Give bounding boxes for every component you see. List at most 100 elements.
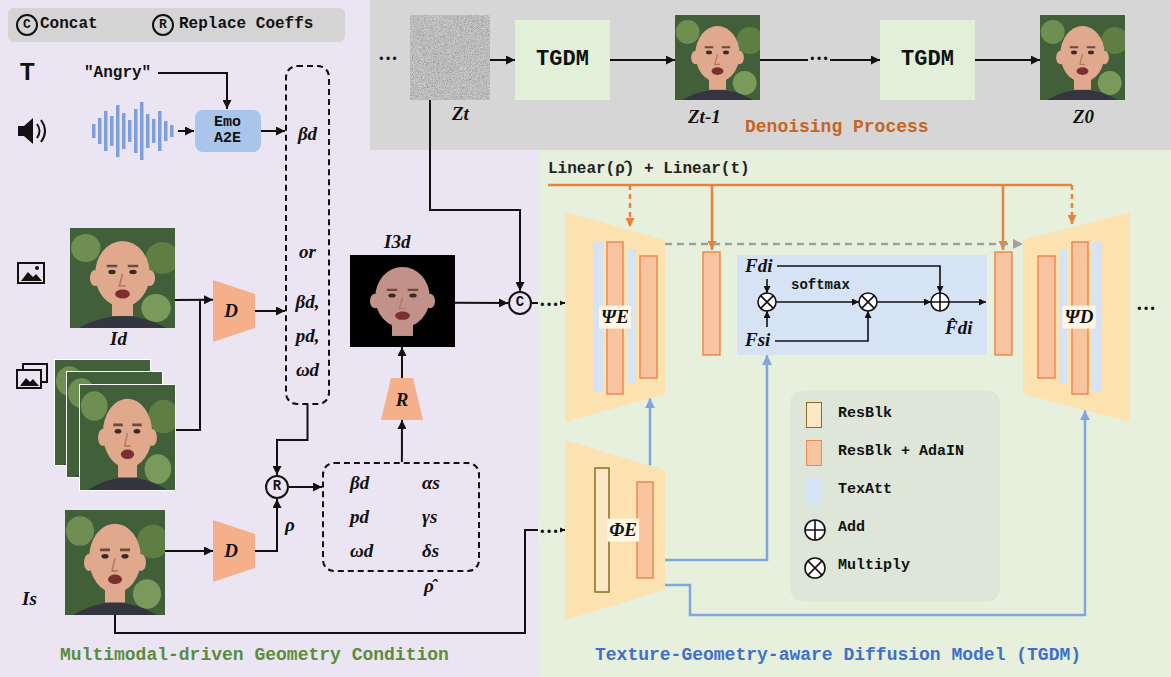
- connector: [289, 486, 322, 488]
- graphic-ellipse: [706, 51, 712, 55]
- annotation-label: ···: [1136, 296, 1156, 320]
- graphic-rect: [128, 120, 132, 142]
- graphic-path: [877, 301, 931, 303]
- text-label: Emo A2E: [202, 115, 254, 148]
- graphic-rect: [17, 370, 41, 388]
- connector: [277, 405, 308, 475]
- graphic-path: [1070, 46, 1096, 48]
- graphic-rect: [540, 150, 1171, 677]
- graphic-circle: [81, 391, 108, 420]
- coeff-box: βdαspdγsωdδsρ̂: [322, 462, 480, 572]
- connector: [649, 398, 652, 465]
- graphic-rect: [995, 252, 1012, 355]
- graphic-ellipse: [108, 575, 122, 584]
- graphic-ellipse: [1071, 51, 1077, 55]
- graphic-ellipse: [1077, 67, 1089, 75]
- photo-stack: [80, 385, 175, 490]
- coeff-box: βdorβd, pd, ωd: [285, 65, 330, 405]
- graphic-ellipse: [388, 293, 395, 297]
- legend-symbol: [803, 518, 827, 547]
- text-label: I3d: [384, 231, 410, 254]
- graphic-rect: [122, 113, 126, 149]
- picture: [410, 15, 490, 100]
- graphic-ellipse: [102, 554, 109, 559]
- graphic-circle: [805, 520, 825, 540]
- graphic-path: [1002, 185, 1005, 250]
- text-label: R: [273, 479, 281, 494]
- graphic-rect: [98, 118, 102, 144]
- latent-image: Zt: [410, 15, 490, 100]
- connector: [665, 410, 1085, 615]
- graphic-ellipse: [95, 241, 150, 307]
- unet-decoder: ΨD: [1023, 212, 1130, 422]
- graphic-ellipse: [409, 293, 416, 297]
- graphic-path: [119, 274, 125, 286]
- graphic-rect: [110, 116, 114, 146]
- graphic-circle: [1101, 27, 1125, 54]
- graphic-path: [776, 301, 859, 303]
- legend-swatch: [806, 440, 822, 466]
- graphic-path: [1071, 185, 1074, 224]
- graphic-polygon: [565, 440, 665, 620]
- legend-text: Add: [838, 519, 865, 537]
- text-label: C: [516, 295, 524, 310]
- graphic-path: [78, 316, 166, 328]
- graphic-svg: [70, 228, 175, 328]
- graphic-svg: [80, 385, 175, 490]
- graphic-path: [88, 477, 168, 490]
- graphic-svg: [1040, 15, 1125, 100]
- graphic-circle: [71, 234, 100, 262]
- graphic-path: [178, 130, 194, 132]
- text-label: Multimodal-driven Geometry Condition: [60, 645, 449, 667]
- graphic-path: [629, 185, 632, 227]
- annotation-label: Linear(ρ̂) + Linear(t): [548, 160, 750, 179]
- annotation-label: "Angry": [84, 64, 151, 83]
- graphic-path: [682, 90, 753, 100]
- graphic-ellipse: [1060, 26, 1104, 82]
- graphic-path: [21, 272, 42, 281]
- connector: [115, 530, 565, 633]
- connector: [610, 59, 675, 61]
- model-box: TGDM: [515, 20, 610, 100]
- text-label: or: [285, 241, 330, 264]
- graphic-ellipse: [115, 429, 122, 434]
- graphic-circle: [35, 266, 39, 270]
- text-label: R: [396, 389, 409, 412]
- graphic-circle: [145, 454, 172, 483]
- graphic-rect: [116, 105, 120, 157]
- text-label: βd: [285, 123, 330, 146]
- connector: [165, 550, 213, 552]
- graphic-rect: [158, 111, 162, 151]
- graphic-polygon: [381, 378, 423, 420]
- graphic-rect: [790, 390, 1000, 602]
- annotation-label: C: [23, 17, 31, 33]
- graphic-path: [113, 424, 142, 427]
- graphic-path: [100, 549, 130, 552]
- text-label: Z0: [1073, 106, 1094, 129]
- operator-circle: C: [508, 291, 532, 315]
- graphic-path: [125, 433, 131, 446]
- graphic-path: [775, 311, 868, 341]
- graphic-circle: [1041, 20, 1065, 44]
- edge-label: ρ: [284, 514, 296, 537]
- text-label: Denoising Process: [745, 117, 929, 139]
- graphic-path: [387, 289, 419, 291]
- text-label: Fdi: [745, 255, 772, 278]
- text-label: D: [224, 540, 238, 563]
- text-label: Fsi: [745, 329, 770, 352]
- annotation-label: ···: [378, 46, 398, 70]
- text-label: TGDM: [901, 48, 954, 72]
- graphic-rect: [146, 114, 150, 148]
- graphic-rect: [703, 252, 720, 355]
- graphic-circle: [733, 71, 757, 95]
- graphic-circle: [805, 558, 825, 578]
- text-label: βd: [350, 472, 369, 495]
- graphic-path: [107, 265, 139, 268]
- picture: [1040, 15, 1125, 100]
- region-band: Denoising ProcessZtTGDMZt-1TGDMZ0: [370, 0, 1171, 150]
- picture: [350, 255, 455, 347]
- connector: [401, 420, 403, 462]
- operator-circle: R: [265, 475, 289, 499]
- text-label: γs: [422, 506, 437, 529]
